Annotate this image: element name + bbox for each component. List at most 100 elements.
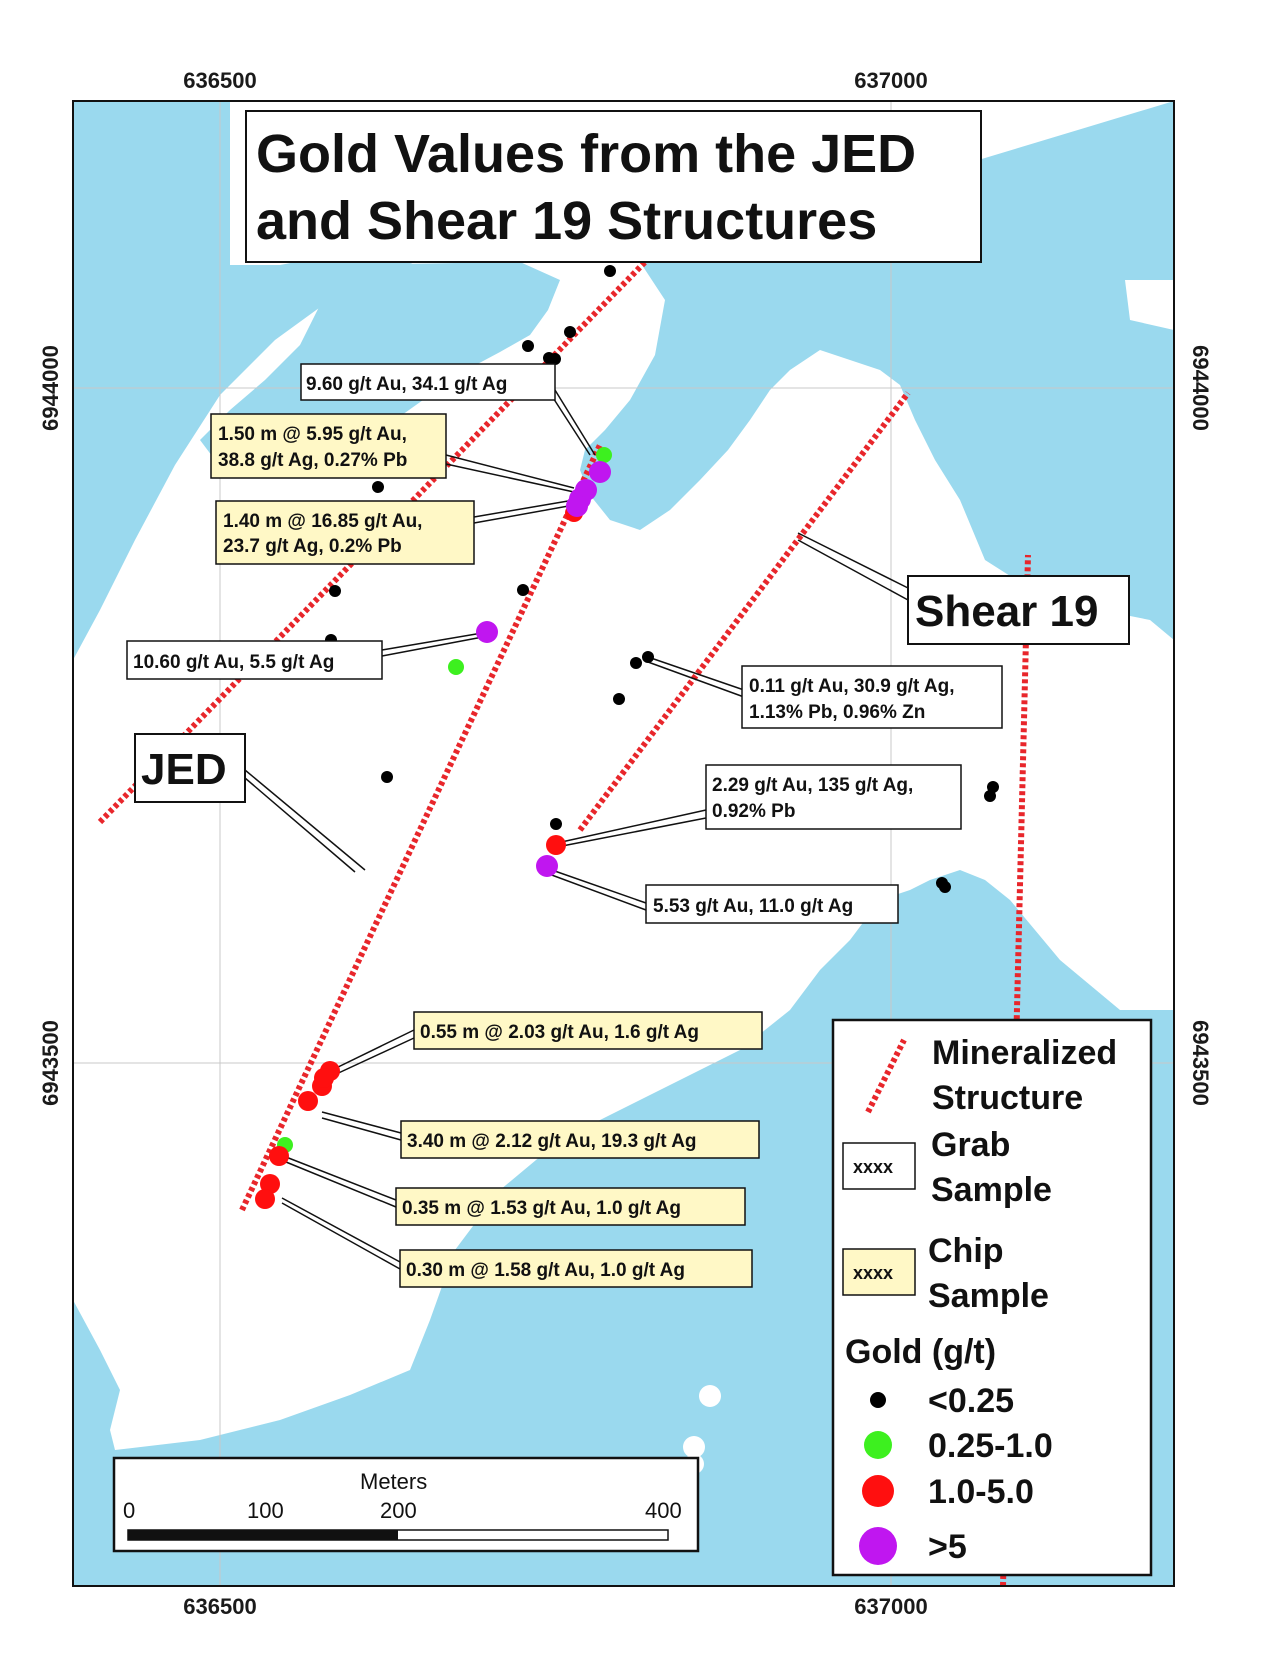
leader-l3 <box>473 499 575 518</box>
water-east-notch <box>1125 280 1174 330</box>
legend-grab-box <box>842 1142 916 1190</box>
leader-l10 <box>285 1156 397 1201</box>
legend-chip-2: Sample <box>928 1277 1049 1315</box>
coord-left-6943500: 6943500 <box>38 1020 63 1106</box>
label-box-l5 <box>741 665 1003 729</box>
coord-right-6943500: 6943500 <box>1188 1020 1213 1106</box>
jed-label-box <box>134 733 246 803</box>
legend-mineralized-2: Structure <box>932 1079 1083 1117</box>
label-l5b: 1.13% Pb, 0.96% Zn <box>749 702 925 723</box>
leader-l9b <box>321 1117 402 1141</box>
scale-bar: Meters 0 100 200 400 <box>112 1456 700 1553</box>
label-box-l4 <box>126 640 383 680</box>
legend-grab-2: Sample <box>931 1171 1052 1209</box>
coord-bottom-637000: 637000 <box>854 1594 927 1619</box>
scale-bar-tick-400: 400 <box>645 1498 682 1523</box>
sample-lt025 <box>604 265 616 277</box>
shear19-label-box <box>907 575 1130 645</box>
legend-gold-heading: Gold (g/t) <box>845 1333 996 1371</box>
shear19-label: Shear 19 <box>915 587 1098 636</box>
legend: Mineralized Structure xxxx Grab Sample x… <box>831 1018 1153 1577</box>
leader-l4b <box>381 635 489 657</box>
leader-l1 <box>554 389 596 456</box>
leader-l6b <box>556 817 707 848</box>
label-box-l10 <box>395 1187 746 1226</box>
sample-lt025 <box>939 881 951 893</box>
legend-chip-1: Chip <box>928 1232 1004 1270</box>
sample-lt025 <box>522 340 534 352</box>
leader-shear19-b <box>797 539 909 601</box>
label-l8: 0.55 m @ 2.03 g/t Au, 1.6 g/t Ag <box>420 1022 699 1043</box>
sample-gt5 <box>589 461 611 483</box>
sample-1-5 <box>314 1068 334 1088</box>
sample-points <box>255 265 999 1474</box>
legend-chip-box <box>842 1248 916 1296</box>
water-north <box>200 262 560 460</box>
structure-jed-main <box>239 443 603 1212</box>
scale-bar-filled-segment <box>128 1530 398 1540</box>
label-l7: 5.53 g/t Au, 11.0 g/t Ag <box>653 896 853 917</box>
label-l6b: 0.92% Pb <box>712 801 795 822</box>
label-box-l6 <box>705 764 962 830</box>
coord-left-6944000: 6944000 <box>38 345 63 431</box>
sample-025-1 <box>596 447 612 463</box>
leader-lines <box>244 389 909 1270</box>
legend-class-gt5: >5 <box>928 1528 967 1566</box>
leader-l4 <box>381 631 489 651</box>
legend-grab-box-text: xxxx <box>853 1157 893 1177</box>
leader-l7 <box>548 868 647 904</box>
leader-l2b <box>445 463 575 493</box>
water-northwest <box>73 101 445 660</box>
scale-bar-unit: Meters <box>360 1469 427 1494</box>
sample-1-5 <box>255 1189 275 1209</box>
sample-lt025 <box>630 657 642 669</box>
sample-gt5 <box>536 855 558 877</box>
scale-bar-tick-100: 100 <box>247 1498 284 1523</box>
label-box-l7 <box>645 884 899 924</box>
label-l9: 3.40 m @ 2.12 g/t Au, 19.3 g/t Ag <box>407 1131 697 1152</box>
legend-mineralized-1: Mineralized <box>932 1034 1117 1072</box>
sample-025-1 <box>448 659 464 675</box>
leader-l11b <box>281 1202 401 1270</box>
label-box-l9 <box>400 1120 760 1159</box>
sample-1-5 <box>269 1146 289 1166</box>
leader-l9 <box>321 1111 402 1134</box>
label-l2b: 38.8 g/t Ag, 0.27% Pb <box>218 450 407 471</box>
coord-top-636500: 636500 <box>183 68 256 93</box>
sample-gt5 <box>476 621 498 643</box>
sample-lt025 <box>984 790 996 802</box>
sample-lt025 <box>549 353 561 365</box>
label-l10: 0.35 m @ 1.53 g/t Au, 1.0 g/t Ag <box>402 1198 681 1219</box>
leader-l5 <box>647 656 745 691</box>
leader-l8b <box>331 1037 415 1077</box>
sample-lt025 <box>517 584 529 596</box>
leader-l10b <box>285 1161 397 1208</box>
legend-class-025-1: 0.25-1.0 <box>928 1427 1053 1465</box>
label-l1: 9.60 g/t Au, 34.1 g/t Ag <box>306 374 507 395</box>
leader-l6 <box>556 809 707 844</box>
label-box-l8 <box>413 1011 763 1050</box>
label-l6a: 2.29 g/t Au, 135 g/t Ag, <box>712 775 913 796</box>
sample-1-5 <box>298 1091 318 1111</box>
legend-symbol-lt025 <box>870 1392 886 1408</box>
legend-symbol-gt5 <box>859 1527 897 1565</box>
legend-grab-1: Grab <box>931 1126 1010 1164</box>
label-l2a: 1.50 m @ 5.95 g/t Au, <box>218 424 407 445</box>
legend-symbol-1-5 <box>862 1475 894 1507</box>
grab-sample-labels: 9.60 g/t Au, 34.1 g/t Ag 10.60 g/t Au, 5… <box>126 363 1003 924</box>
legend-class-1-5: 1.0-5.0 <box>928 1473 1034 1511</box>
label-l3b: 23.7 g/t Ag, 0.2% Pb <box>223 536 402 557</box>
label-l11: 0.30 m @ 1.58 g/t Au, 1.0 g/t Ag <box>406 1260 685 1281</box>
sample-1-5 <box>546 835 566 855</box>
structure-shear-19 <box>577 391 911 832</box>
sample-lt025 <box>613 693 625 705</box>
leader-l3b <box>473 504 575 524</box>
map-frame-border <box>72 100 1175 1587</box>
leader-l5b <box>647 661 745 698</box>
legend-class-lt025: <0.25 <box>928 1382 1014 1420</box>
scale-bar-tick-200: 200 <box>380 1498 417 1523</box>
label-box-l2 <box>210 413 447 479</box>
coord-bottom-636500: 636500 <box>183 1594 256 1619</box>
sample-lt025 <box>381 771 393 783</box>
